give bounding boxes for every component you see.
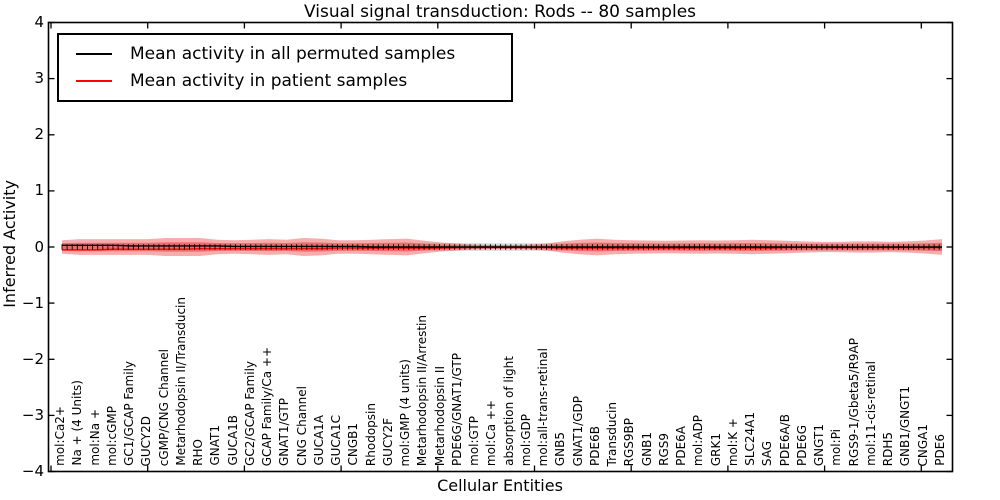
x-tick-label: GNGT1 [812,423,827,466]
x-tick-label: Metarhodopsin II/Arrestin [415,314,430,466]
x-tick-label: CNGB1 [346,423,361,466]
y-tick-label: 0 [34,237,44,256]
x-tick-label: mol:cGMP [104,406,119,466]
legend-label-permuted: Mean activity in all permuted samples [130,43,456,64]
y-tick-label: 2 [34,125,44,144]
x-tick-label: GNB5 [553,431,568,466]
x-tick-label: GRK1 [708,432,723,466]
x-tick-label: SAG [760,440,775,466]
x-tick-label: GNAT1/GDP [570,395,585,466]
x-tick-label: mol:ADP [691,414,706,466]
x-tick-label: PDE6G/GNAT1/GTP [449,352,464,466]
x-tick-label: PDE6B [587,426,602,466]
legend-line-permuted-icon [76,52,112,55]
legend-label-patient: Mean activity in patient samples [130,70,408,91]
x-tick-label: absorption of light [501,356,516,466]
x-tick-label: GUCY2F [380,417,395,466]
x-axis-label: Cellular Entities [437,476,563,495]
x-tick-label: cGMP/CNG Channel [156,348,171,466]
x-tick-label: CNG Channel [294,386,309,466]
x-tick-label: Na + (4 Units) [70,380,85,466]
x-tick-label: mol:GTP [467,416,482,466]
x-tick-label: RGS9BP [622,417,637,466]
y-tick-label: 3 [34,69,44,88]
x-tick-label: GUCA1B [225,415,240,466]
x-tick-label: GUCA1C [329,415,344,466]
x-tick-label: Transducin [605,401,620,466]
legend-item-permuted: Mean activity in all permuted samples [59,40,511,67]
legend-line-patient-icon [76,79,112,82]
x-tick-label: GCAP Family/Ca ++ [260,346,275,466]
y-tick-label: 4 [34,13,44,31]
y-tick-label: −1 [21,293,44,312]
x-tick-label: mol:Na + [87,409,102,466]
x-tick-label: Metarhodopsin II [432,365,447,466]
x-tick-label: mol:K + [725,417,740,466]
chart-title: Visual signal transduction: Rods -- 80 s… [303,2,697,22]
x-tick-label: CNGA1 [915,423,930,467]
legend: Mean activity in all permuted samples Me… [57,33,513,102]
x-tick-label: GNAT1 [208,425,223,466]
y-tick-label: 1 [34,181,44,200]
x-tick-label: PDE6G [794,425,809,466]
x-tick-label: GNAT1/GTP [277,398,292,466]
x-tick-label: RHO [191,439,206,466]
x-tick-label: PDE6A [674,426,689,466]
x-tick-label: mol:Ca ++ [484,399,499,466]
x-tick-label: mol:Ca2+ [53,406,67,466]
x-tick-label: Metarhodopsin II/Transducin [173,297,188,466]
x-tick-label: SLC24A1 [743,412,758,466]
x-tick-label: RGS9 [656,433,671,466]
x-tick-label: PDE6A/B [777,413,792,466]
x-tick-label: mol:11-cis-retinal [863,361,878,466]
x-tick-label: GNB1/GNGT1 [898,385,913,466]
x-tick-label: RGS9-1/Gbeta5/R9AP [846,337,861,466]
x-tick-label: GUCA1A [311,415,326,466]
x-tick-label: GUCY2D [139,415,154,466]
x-tick-label: mol:GDP [518,413,533,466]
x-tick-label: GC2/GCAP Family [242,361,257,466]
x-tick-label: Rhodopsin [363,402,378,466]
x-tick-label: mol:Pi [829,429,844,466]
y-tick-label: −3 [21,405,44,424]
x-tick-label: PDE6 [933,434,947,466]
x-tick-label: GNB1 [639,431,654,466]
legend-item-patient: Mean activity in patient samples [59,67,511,94]
y-tick-label: −2 [21,349,44,368]
x-tick-label: mol:GMP (4 units) [398,358,413,466]
x-tick-label: mol:all-trans-retinal [536,347,551,466]
x-tick-label: RDH5 [881,431,896,466]
y-tick-label: −4 [21,462,44,480]
x-tick-label: GC1/GCAP Family [122,361,137,466]
